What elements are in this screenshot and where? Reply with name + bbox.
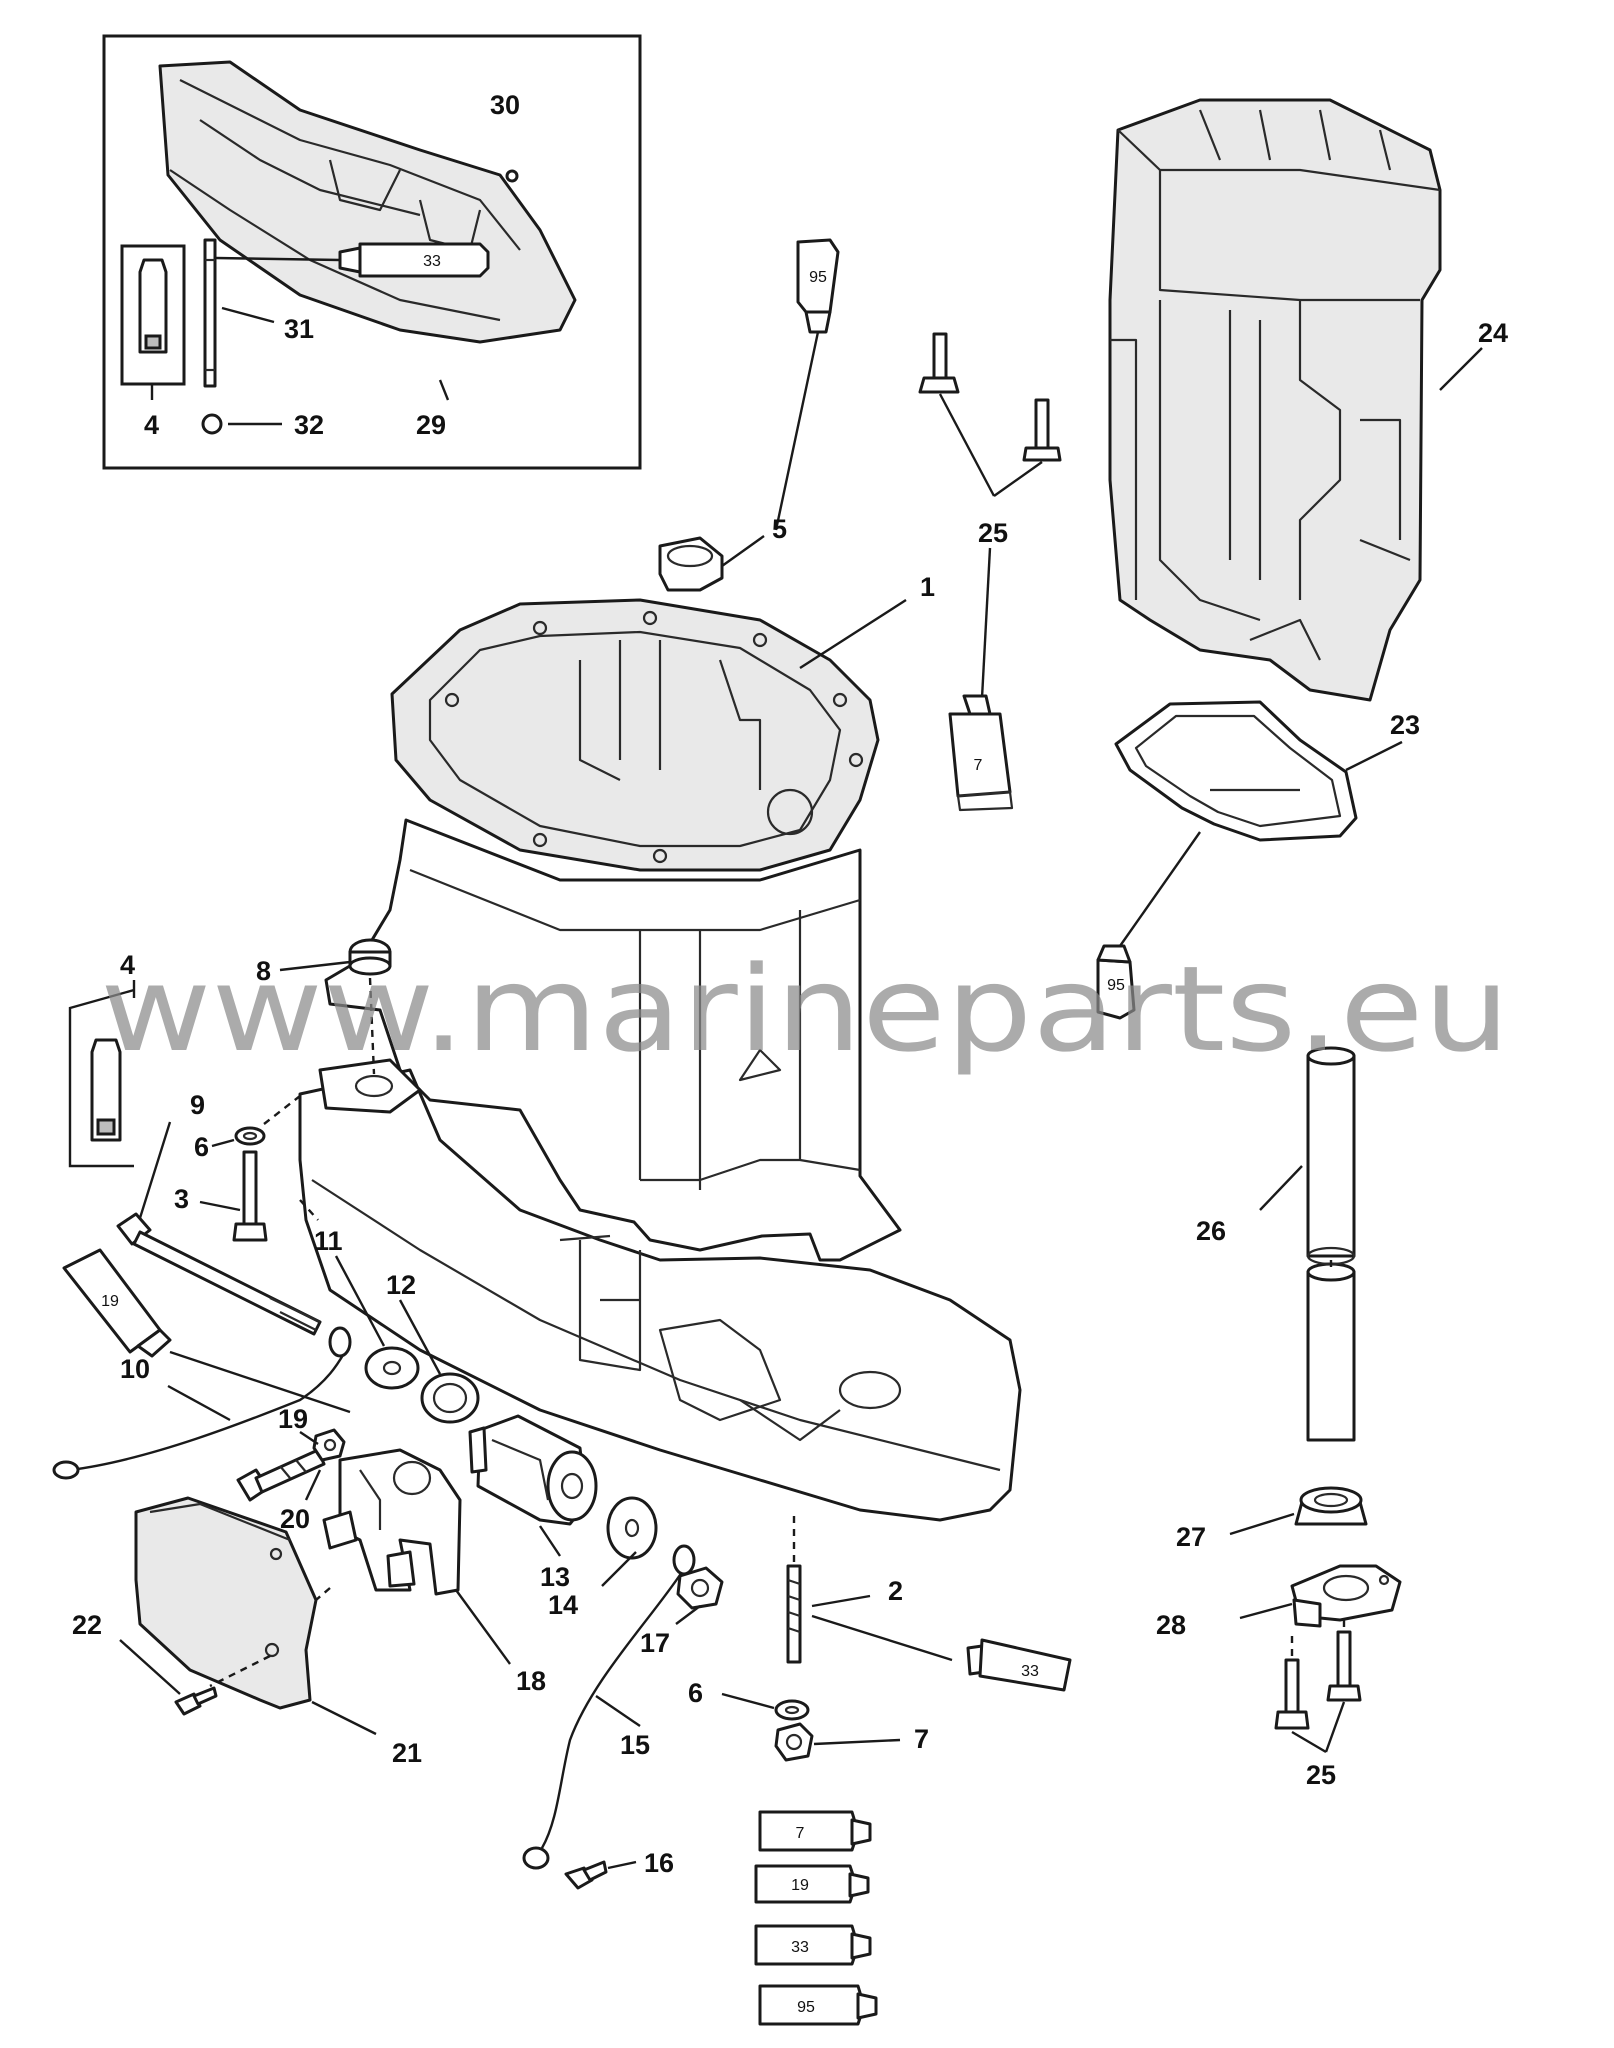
callout-9: 9 (190, 1090, 205, 1120)
inset-frame (102, 34, 642, 470)
callout-14: 14 (548, 1590, 578, 1620)
callout-1: 1 (920, 572, 935, 602)
callout-8: 8 (256, 956, 271, 986)
callout-12: 12 (386, 1270, 416, 1300)
legend-tube-95-label: 95 (797, 1999, 815, 2016)
callout-32: 32 (294, 410, 324, 440)
tube-95-top-label: 95 (809, 269, 827, 286)
callout-19: 19 (278, 1404, 308, 1434)
legend-tube-7: 7 (758, 1810, 872, 1852)
nut-part-17[interactable] (676, 1566, 724, 1610)
solenoid-bracket-part-18[interactable] (322, 1448, 462, 1596)
legend-tube-19: 19 (754, 1864, 870, 1904)
water-tube-part-26[interactable] (1306, 1046, 1356, 1442)
callout-4-inset: 4 (144, 410, 159, 440)
callout-2: 2 (888, 1576, 903, 1606)
solenoid-part-13[interactable] (468, 1414, 598, 1526)
callout-24: 24 (1478, 318, 1508, 348)
inset-box: 33 (102, 34, 642, 470)
legend-tube-95: 95 (758, 1984, 878, 2026)
cable-part-15[interactable] (522, 1544, 696, 1870)
grommet-part-27[interactable] (1294, 1486, 1368, 1526)
callout-numbers: 1 2 3 4 4 5 6 6 7 8 9 10 11 12 13 14 15 … (72, 90, 1508, 1878)
legend-tube-33-label: 33 (791, 1939, 809, 1956)
washer-part-6-lower[interactable] (774, 1699, 810, 1721)
tube-95-right-label: 95 (1107, 977, 1125, 994)
callout-10: 10 (120, 1354, 150, 1384)
callout-18: 18 (516, 1666, 546, 1696)
callout-21: 21 (392, 1738, 422, 1768)
tube-19-left-label: 19 (101, 1293, 119, 1310)
bolt-part-3[interactable] (232, 1150, 268, 1242)
sealant-tube-33-inset: 33 (338, 242, 490, 278)
callout-16: 16 (644, 1848, 674, 1878)
tube-33-inset-label: 33 (423, 253, 441, 270)
legend-tube-33: 33 (754, 1924, 872, 1966)
callout-3: 3 (174, 1184, 189, 1214)
bolts-part-25-upper[interactable] (918, 332, 1062, 462)
nut-part-32[interactable] (201, 413, 223, 435)
long-bolt-part-9[interactable] (116, 1212, 322, 1336)
adapter-plate-part-24[interactable] (1108, 98, 1442, 702)
callout-25-upper: 25 (978, 518, 1008, 548)
seal-housing-part-28[interactable] (1290, 1564, 1402, 1628)
anode-part-4-inset[interactable] (120, 244, 186, 386)
plug-part-8[interactable] (348, 938, 392, 976)
callout-13: 13 (540, 1562, 570, 1592)
callout-11: 11 (314, 1226, 343, 1256)
washer-part-11[interactable] (364, 1346, 420, 1390)
stud-part-31[interactable] (203, 238, 217, 388)
legend-tube-19-label: 19 (791, 1877, 809, 1894)
callout-30: 30 (490, 90, 520, 120)
callout-27: 27 (1176, 1522, 1206, 1552)
callout-31: 31 (284, 314, 314, 344)
stud-part-2[interactable] (786, 1564, 802, 1664)
tube-7-mid-label: 7 (974, 757, 983, 774)
callout-22: 22 (72, 1610, 102, 1640)
callout-29: 29 (416, 410, 446, 440)
sealant-tube-95-top: 95 (796, 238, 840, 334)
washer-part-12[interactable] (420, 1372, 480, 1424)
callout-5: 5 (772, 514, 787, 544)
gasket-part-23[interactable] (1114, 700, 1358, 842)
callout-15: 15 (620, 1730, 650, 1760)
washer-part-14[interactable] (606, 1496, 658, 1560)
screw-part-30[interactable] (505, 169, 519, 183)
nut-part-5[interactable] (658, 536, 724, 592)
sealant-tube-33-lower: 33 (966, 1638, 1072, 1692)
callout-6-upper: 6 (194, 1132, 209, 1162)
ground-strap-part-10[interactable] (52, 1326, 352, 1480)
legend-tube-7-label: 7 (796, 1825, 805, 1842)
washer-part-6-upper[interactable] (234, 1126, 266, 1146)
driveshaft-housing-part-1[interactable] (298, 598, 1022, 1522)
sealant-tube-19-left: 19 (62, 1248, 172, 1358)
cover-part-21[interactable] (134, 1496, 318, 1710)
callout-6-lower: 6 (688, 1678, 703, 1708)
anode-part-4-left[interactable] (68, 980, 136, 1168)
callout-25-lower: 25 (1306, 1760, 1336, 1790)
callout-23: 23 (1390, 710, 1420, 740)
bolts-part-25-lower[interactable] (1274, 1630, 1362, 1730)
callout-17: 17 (640, 1628, 670, 1658)
watermark-text: www.marineparts.eu (100, 940, 1510, 1078)
callout-26: 26 (1196, 1216, 1226, 1246)
callout-4-left: 4 (120, 950, 135, 980)
sealant-tube-7-mid: 7 (948, 694, 1014, 812)
screw-part-16[interactable] (564, 1860, 608, 1890)
nut-part-20[interactable] (312, 1428, 346, 1462)
screw-part-22[interactable] (174, 1686, 218, 1716)
nut-part-7[interactable] (774, 1722, 814, 1762)
callout-20: 20 (280, 1504, 310, 1534)
bolt-part-19[interactable] (236, 1448, 326, 1502)
callout-7: 7 (914, 1724, 929, 1754)
sealant-tube-95-right: 95 (1096, 944, 1136, 1020)
callout-28: 28 (1156, 1610, 1186, 1640)
tube-33-lower-label: 33 (1021, 1663, 1039, 1680)
